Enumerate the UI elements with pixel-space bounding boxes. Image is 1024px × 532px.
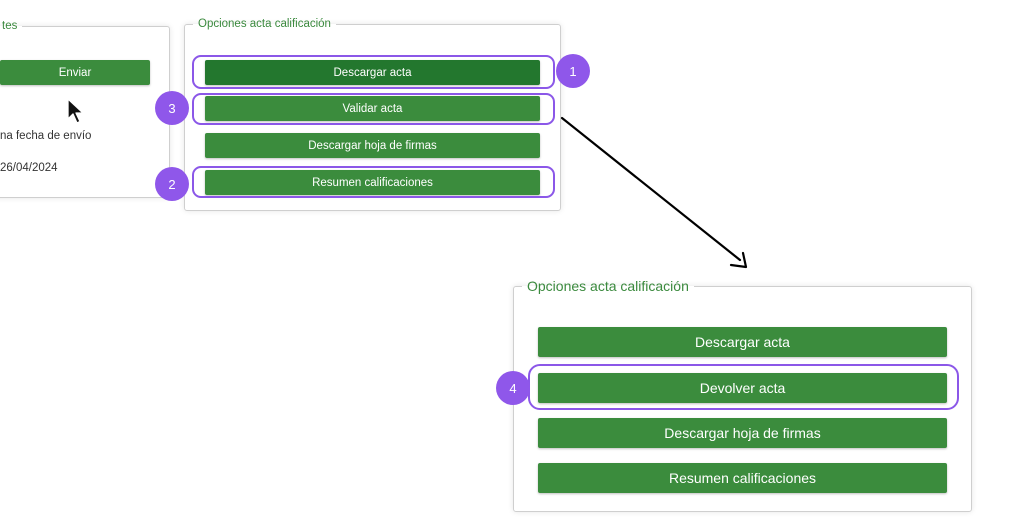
download-signature-sheet-button[interactable]: Descargar hoja de firmas bbox=[205, 133, 540, 158]
send-panel-legend: tes bbox=[2, 20, 18, 32]
step-badge-3: 3 bbox=[155, 91, 189, 125]
validate-act-button[interactable]: Validar acta bbox=[205, 96, 540, 121]
mouse-pointer-icon bbox=[67, 98, 84, 124]
step-badge-1: 1 bbox=[556, 54, 590, 88]
send-button[interactable]: Enviar bbox=[0, 60, 150, 85]
send-date-value: 26/04/2024 bbox=[0, 162, 58, 174]
grade-options-legend-top: Opciones acta calificación bbox=[198, 18, 331, 30]
download-act-button[interactable]: Descargar acta bbox=[205, 60, 540, 85]
return-act-button[interactable]: Devolver acta bbox=[538, 373, 947, 403]
grade-options-legend-bottom: Opciones acta calificación bbox=[527, 278, 689, 294]
send-date-label: na fecha de envío bbox=[0, 130, 92, 142]
grades-summary-button-bottom[interactable]: Resumen calificaciones bbox=[538, 463, 947, 493]
step-badge-2: 2 bbox=[155, 167, 189, 201]
download-signature-sheet-button-bottom[interactable]: Descargar hoja de firmas bbox=[538, 418, 947, 448]
arrow-down-right-icon bbox=[560, 116, 748, 269]
download-act-button-bottom[interactable]: Descargar acta bbox=[538, 327, 947, 357]
grades-summary-button[interactable]: Resumen calificaciones bbox=[205, 170, 540, 195]
step-badge-4: 4 bbox=[496, 371, 530, 405]
